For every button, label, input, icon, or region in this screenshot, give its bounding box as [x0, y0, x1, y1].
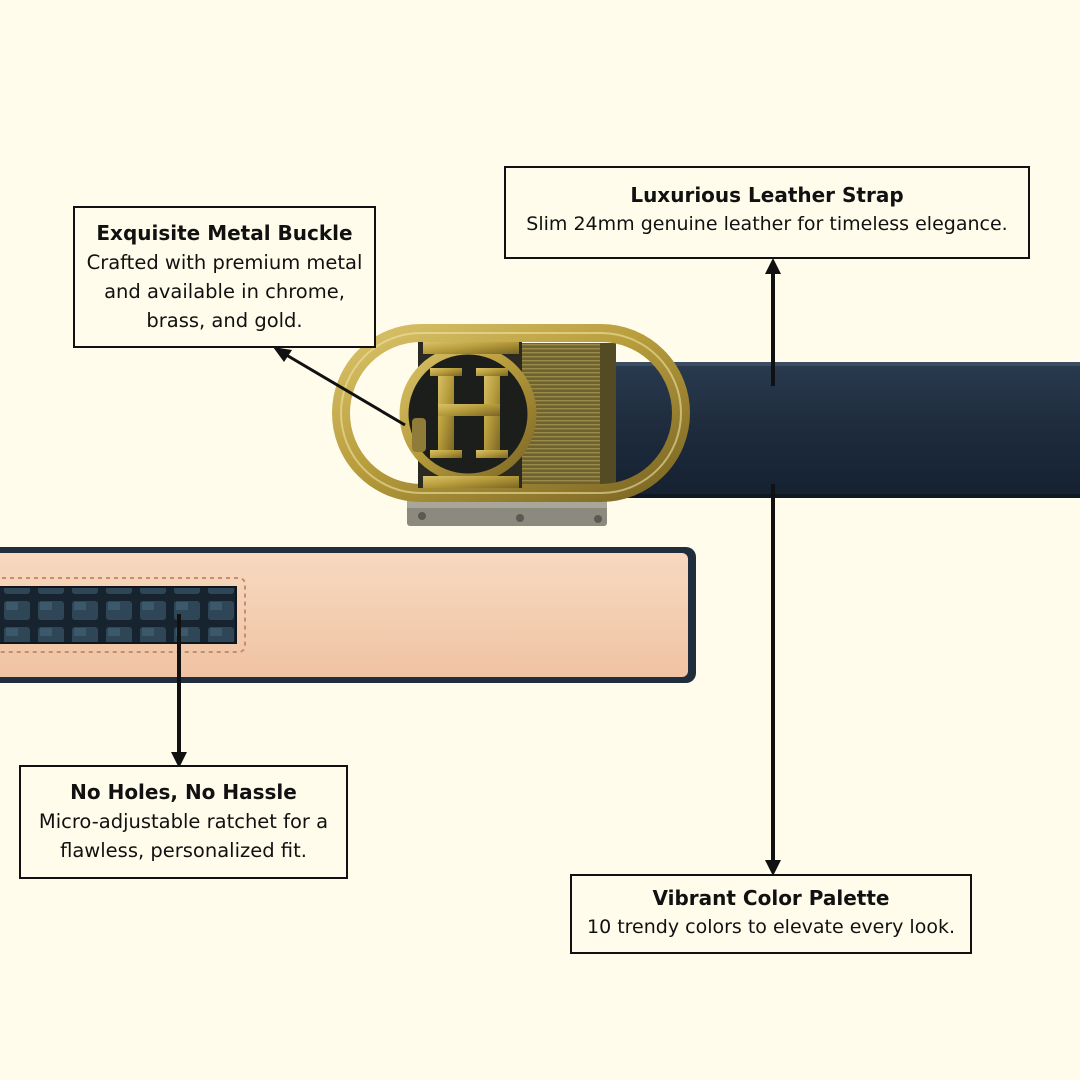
arrow-buckle	[273, 347, 406, 427]
callout-title: No Holes, No Hassle	[70, 780, 297, 804]
callout-description: 10 trendy colors to elevate every look.	[587, 916, 955, 938]
arrow-strap	[765, 258, 781, 386]
callout-description: Micro-adjustable ratchet for a flawless,…	[38, 810, 329, 862]
arrow-holes	[171, 614, 187, 768]
callout-metal-buckle: Exquisite Metal Buckle Crafted with prem…	[73, 206, 376, 348]
callout-description: Slim 24mm genuine leather for timeless e…	[526, 213, 1008, 235]
callout-leather-strap: Luxurious Leather Strap Slim 24mm genuin…	[504, 166, 1030, 259]
ratchet-buckle	[332, 324, 690, 526]
callout-no-holes: No Holes, No Hassle Micro-adjustable rat…	[19, 765, 348, 879]
callout-title: Exquisite Metal Buckle	[96, 221, 353, 245]
callout-title: Vibrant Color Palette	[652, 886, 890, 910]
callout-description: Crafted with premium metal and available…	[86, 251, 363, 332]
arrow-color	[765, 484, 781, 876]
callout-title: Luxurious Leather Strap	[630, 183, 904, 207]
strap-underside	[0, 547, 696, 683]
callout-color-palette: Vibrant Color Palette 10 trendy colors t…	[570, 874, 972, 954]
main-strap	[590, 362, 1080, 498]
